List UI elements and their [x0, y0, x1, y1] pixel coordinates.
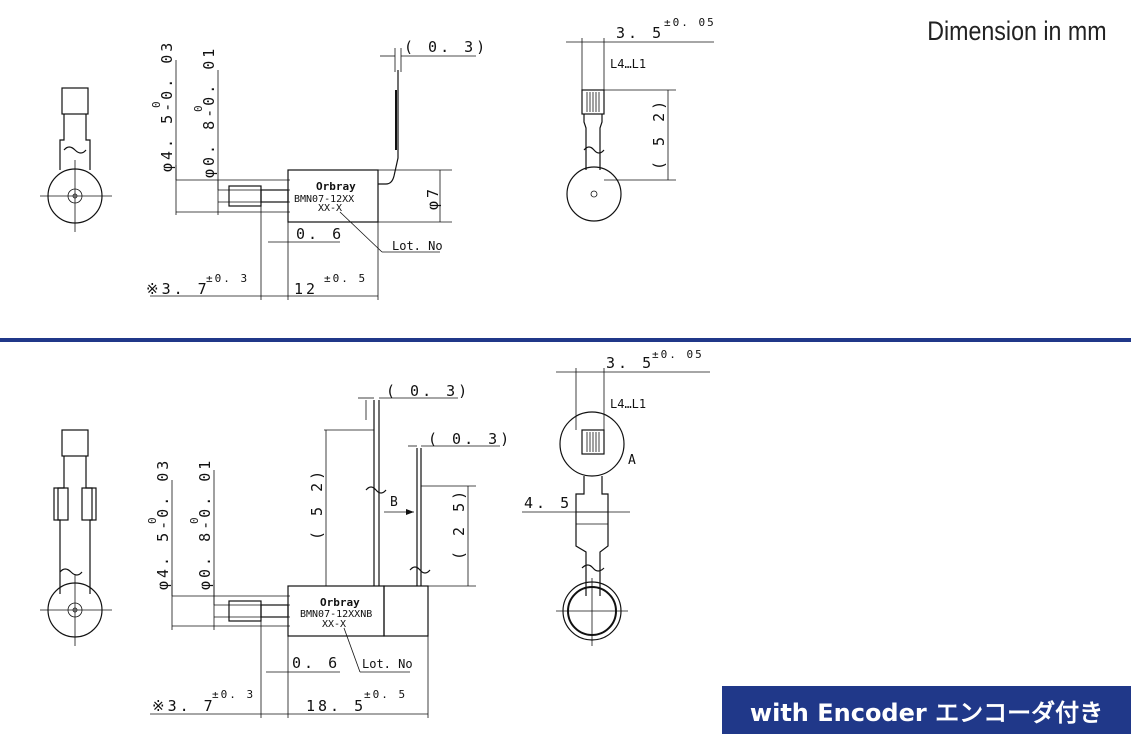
- bottom-detail-a-label: A: [628, 453, 636, 468]
- bottom-brand-label: Orbray: [320, 596, 360, 609]
- top-width-tol: ±0. 05: [664, 16, 716, 29]
- bottom-lot-label: Lot. No: [362, 657, 413, 671]
- top-side-view: Orbray BMN07-12XX XX-X φ7 ( 0. 3) φ4. 5-…: [146, 38, 488, 300]
- top-length-b-tol: ±0. 5: [324, 272, 367, 285]
- top-length-a-tol: ±0. 3: [206, 272, 249, 285]
- top-length-b: 12: [294, 280, 318, 298]
- section-divider: [0, 338, 1131, 342]
- bottom-length-b: 18. 5: [306, 697, 366, 715]
- top-width-dim: 3. 5: [616, 24, 664, 42]
- top-lot-code: XX-X: [318, 203, 342, 214]
- bottom-end-view: [40, 429, 112, 646]
- bottom-length-a-tol: ±0. 3: [212, 688, 255, 701]
- bottom-lead-gap-1: ( 0. 3): [386, 382, 470, 400]
- bottom-length-a: ※3. 7: [152, 697, 216, 715]
- top-shaft-upper-tol: 0: [150, 99, 163, 108]
- bottom-shaft-diameter: φ4. 5-0. 03: [154, 458, 172, 590]
- bottom-width-dim: 3. 5: [606, 354, 654, 372]
- bottom-step-dim: 0. 6: [292, 654, 340, 672]
- bottom-width-tol: ±0. 05: [652, 348, 704, 361]
- dimension-unit-note: Dimension in mm: [927, 16, 1107, 46]
- top-pin-diameter: φ0. 8-0. 01: [200, 46, 218, 178]
- bottom-side-view: Orbray BMN07-12XXNB XX-X ( 0. 3) ( 5 2) …: [146, 382, 512, 718]
- top-lead-length: ( 5 2): [650, 98, 668, 170]
- bottom-pin-upper-tol: 0: [188, 515, 201, 524]
- top-lead-order: L4…L1: [610, 57, 646, 71]
- bottom-connector-width: 4. 5: [524, 494, 572, 512]
- bottom-lead-length-1: ( 5 2): [308, 468, 326, 540]
- top-brand-label: Orbray: [316, 180, 356, 193]
- top-model-label: BMN07-12XX: [294, 194, 354, 205]
- top-lot-label: Lot. No: [392, 239, 443, 253]
- encoder-badge: with Encoder エンコーダ付き: [722, 686, 1131, 734]
- top-lead-gap: ( 0. 3): [404, 38, 488, 56]
- bottom-shaft-upper-tol: 0: [146, 515, 159, 524]
- bottom-lead-length-2: ( 2 5): [450, 488, 468, 560]
- top-shaft-diameter: φ4. 5-0. 03: [158, 40, 176, 172]
- top-lead-view: 3. 5 ±0. 05 L4…L1 ( 5 2): [566, 16, 716, 222]
- top-end-view: [40, 87, 112, 232]
- bottom-length-b-tol: ±0. 5: [364, 688, 407, 701]
- bottom-pin-diameter: φ0. 8-0. 01: [196, 458, 214, 590]
- bottom-lead-view: 3. 5 ±0. 05 L4…L1 A 4. 5: [522, 348, 710, 646]
- top-step-dim: 0. 6: [296, 225, 344, 243]
- bottom-lead-gap-2: ( 0. 3): [428, 430, 512, 448]
- bottom-model-label: BMN07-12XXNB: [300, 609, 372, 620]
- bottom-view-b-label: B: [390, 495, 398, 510]
- top-pin-upper-tol: 0: [192, 103, 205, 112]
- bottom-lead-order: L4…L1: [610, 397, 646, 411]
- top-body-diameter: φ7: [424, 186, 442, 210]
- top-length-a: ※3. 7: [146, 280, 210, 298]
- bottom-lot-code: XX-X: [322, 619, 346, 630]
